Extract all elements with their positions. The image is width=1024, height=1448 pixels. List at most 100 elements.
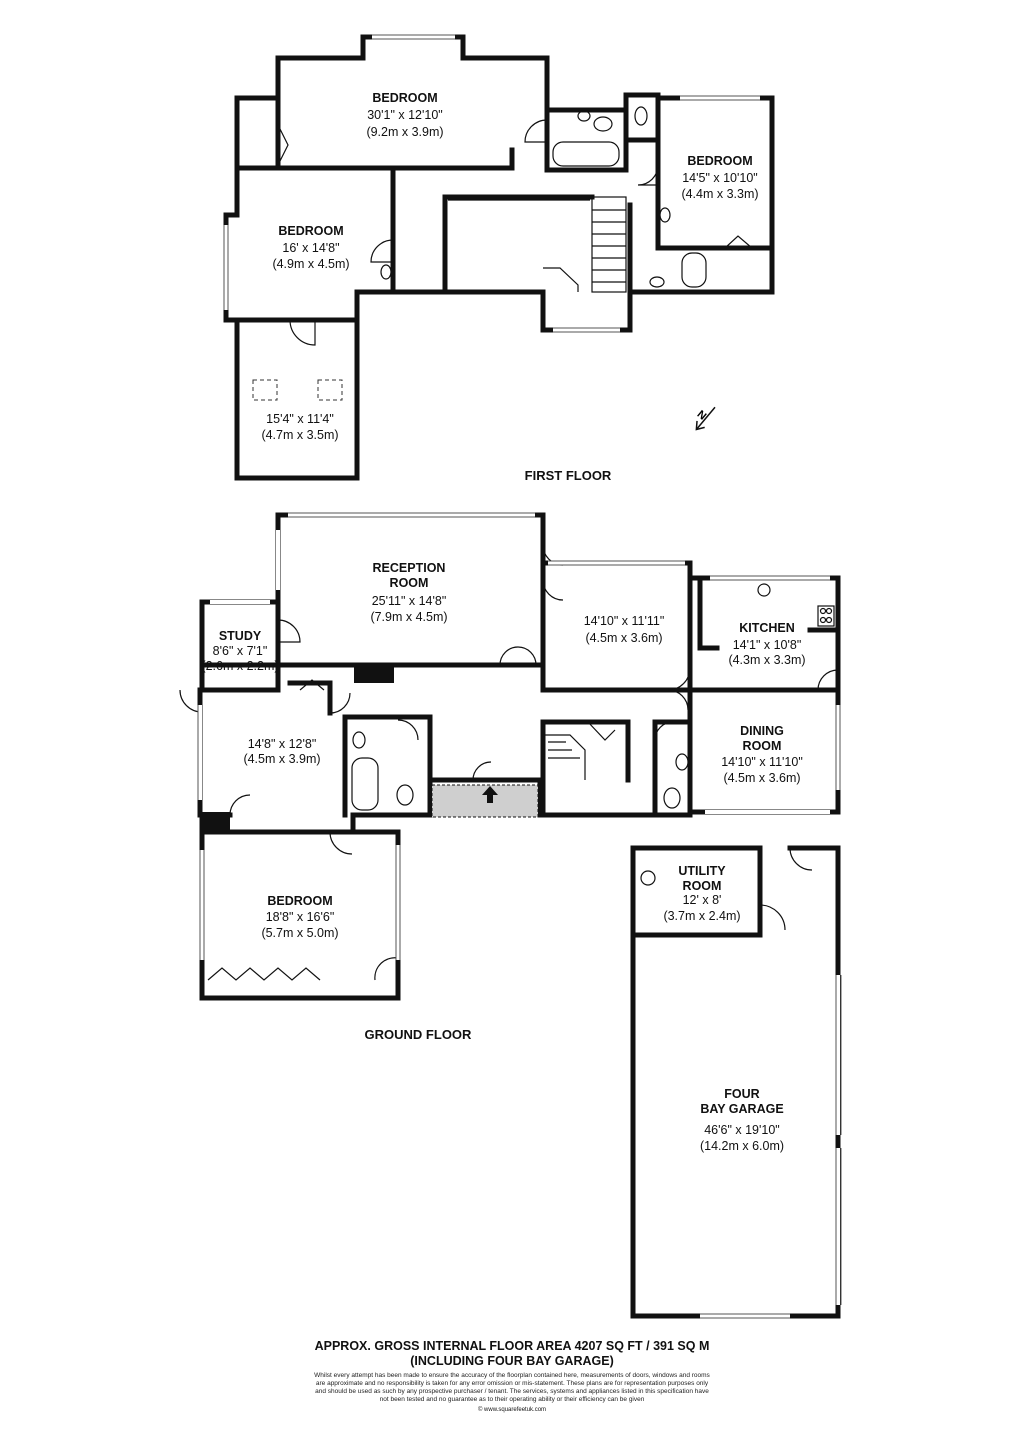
room-label-gf-room-a: 14'10" x 11'11" (4.5m x 3.6m) [584, 614, 665, 645]
room-label-ff-room-4: 15'4" x 11'4" (4.7m x 3.5m) [261, 412, 338, 442]
skylight-icon [317, 379, 343, 401]
room-label-gf-study: STUDY 8'6" x 7'1" (2.6m x 2.2m) [201, 629, 278, 673]
door-icon [667, 689, 689, 711]
basin-icon [352, 731, 366, 749]
room-name: BEDROOM [278, 224, 343, 238]
door-icon [817, 669, 839, 691]
toilet-icon [634, 106, 648, 126]
room-size-metric: (4.5m x 3.9m) [243, 752, 320, 766]
door-icon [789, 847, 813, 871]
room-name: BEDROOM [372, 91, 437, 105]
room-size-imperial: 14'5" x 10'10" [682, 171, 758, 185]
door-icon [524, 119, 548, 143]
floor-area-footer: APPROX. GROSS INTERNAL FLOOR AREA 4207 S… [312, 1339, 712, 1413]
room-size-metric: (4.5m x 3.6m) [585, 631, 662, 645]
room-label-ff-bedroom-3: BEDROOM 16' x 14'8" (4.9m x 4.5m) [272, 224, 349, 271]
door-icon [397, 719, 419, 741]
bathtub-icon [552, 141, 620, 167]
north-arrow-icon: N [695, 406, 716, 431]
room-label-ff-bedroom-2: BEDROOM 14'5" x 10'10" (4.4m x 3.3m) [681, 154, 758, 201]
room-size-imperial: 14'10" x 11'11" [584, 614, 665, 628]
room-name: KITCHEN [739, 621, 795, 635]
first-floor-label: FIRST FLOOR [525, 468, 612, 483]
chimney-block [202, 812, 230, 832]
door-icon [374, 957, 399, 981]
room-size-metric: (5.7m x 5.0m) [261, 926, 338, 940]
room-size-imperial: 16' x 14'8" [282, 241, 339, 255]
room-size-metric: (9.2m x 3.9m) [366, 125, 443, 139]
room-size-imperial: 46'6" x 19'10" [704, 1123, 780, 1137]
basin-icon [675, 753, 689, 771]
first-floor-plan: N BEDROOM 30'1" x 12'10" (9.2m x 3.9m) B… [223, 34, 775, 483]
first-floor-windows [223, 34, 760, 333]
door-icon [329, 692, 351, 714]
boiler-icon [640, 870, 656, 886]
basin-icon [649, 276, 665, 288]
entrance-arrow-icon [482, 786, 498, 803]
wardrobe-door-icon [724, 235, 753, 249]
door-icon [667, 667, 691, 691]
double-door-icon [499, 646, 537, 666]
room-name: STUDY [219, 629, 262, 643]
basin-icon [659, 207, 671, 223]
door-icon [759, 904, 786, 931]
disclaimer-text: Whilst every attempt has been made to en… [314, 1372, 710, 1403]
room-size-imperial: 12' x 8' [683, 893, 722, 907]
basin-icon [577, 110, 591, 122]
sink-icon [757, 583, 771, 597]
room-size-metric: (4.4m x 3.3m) [681, 187, 758, 201]
room-size-imperial: 14'8" x 12'8" [248, 737, 317, 751]
room-label-gf-bedroom: BEDROOM 18'8" x 16'6" (5.7m x 5.0m) [261, 894, 338, 940]
door-icon [329, 831, 353, 855]
bathtub-icon [681, 252, 707, 288]
room-label-gf-room-b: 14'8" x 12'8" (4.5m x 3.9m) [243, 737, 320, 766]
ground-floor-windows [197, 512, 841, 960]
chimney-block [354, 665, 394, 683]
toilet-icon [593, 116, 613, 132]
toilet-icon [663, 787, 681, 809]
room-size-imperial: 14'1" x 10'8" [733, 638, 802, 652]
room-size-metric: (3.7m x 2.4m) [663, 909, 740, 923]
skylight-icon [252, 379, 278, 401]
floor-area-note: (INCLUDING FOUR BAY GARAGE) [410, 1354, 614, 1368]
room-size-imperial: 30'1" x 12'10" [367, 108, 443, 122]
toilet-icon [396, 784, 414, 806]
room-size-imperial: 15'4" x 11'4" [266, 412, 334, 426]
room-label-ff-bedroom-1: BEDROOM 30'1" x 12'10" (9.2m x 3.9m) [366, 91, 443, 139]
wardrobe-door-icon [207, 967, 321, 981]
hob-icon [817, 605, 835, 627]
room-size-metric: (4.9m x 4.5m) [272, 257, 349, 271]
door-icon [542, 579, 564, 601]
room-label-gf-kitchen: KITCHEN 14'1" x 10'8" (4.3m x 3.3m) [728, 621, 805, 667]
room-size-imperial: 8'6" x 7'1" [213, 644, 268, 658]
room-size-imperial: 18'8" x 16'6" [266, 910, 335, 924]
porch [431, 784, 539, 818]
door-icon [370, 239, 394, 263]
room-size-imperial: 25'11" x 14'8" [372, 594, 447, 608]
room-size-metric: (4.7m x 3.5m) [261, 428, 338, 442]
ground-floor-label: GROUND FLOOR [365, 1027, 472, 1042]
door-icon [277, 619, 301, 643]
floor-area-total: APPROX. GROSS INTERNAL FLOOR AREA 4207 S… [314, 1339, 710, 1353]
first-floor-outline [223, 34, 775, 481]
door-icon [637, 164, 659, 186]
basin-icon [380, 264, 392, 280]
door-icon [229, 679, 325, 816]
door-icon [654, 721, 674, 741]
room-size-metric: (4.3m x 3.3m) [728, 653, 805, 667]
room-size-metric: (7.9m x 4.5m) [370, 610, 447, 624]
door-icon [472, 761, 492, 781]
room-size-imperial: 14'10" x 11'10" [721, 755, 803, 769]
room-name: BEDROOM [687, 154, 752, 168]
wardrobe-door-icon [277, 124, 289, 166]
door-icon [289, 319, 316, 346]
room-size-metric: (4.5m x 3.6m) [723, 771, 800, 785]
